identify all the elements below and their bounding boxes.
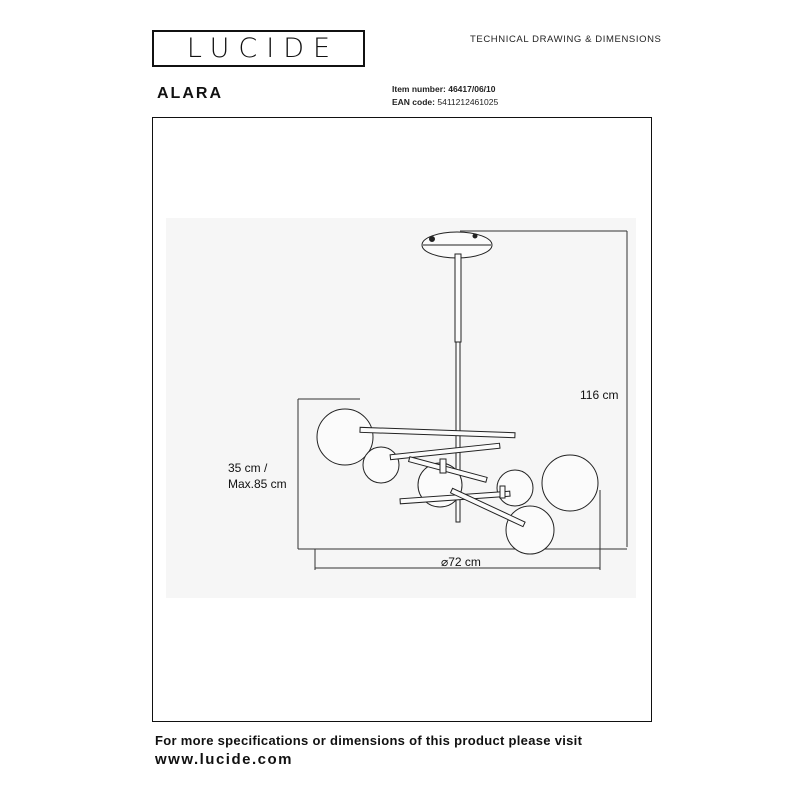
ean-label: EAN code: [392, 97, 435, 107]
product-name: ALARA [157, 85, 223, 102]
brand-logo: LUCIDE [152, 30, 365, 67]
item-number-row: Item number: 46417/06/10 [392, 84, 496, 94]
dimension-lines [297, 230, 628, 570]
header-title: TECHNICAL DRAWING & DIMENSIONS [470, 34, 662, 45]
arm [389, 442, 501, 461]
socket [499, 485, 506, 499]
glass-globe [505, 505, 555, 555]
total-height-label: 116 cm [580, 388, 618, 402]
footer-note: For more specifications or dimensions of… [155, 733, 583, 748]
glass-globe [316, 408, 374, 466]
item-number-label: Item number: [392, 84, 446, 94]
arm [449, 487, 526, 528]
glass-globe [541, 454, 599, 512]
item-number-value: 46417/06/10 [448, 84, 496, 94]
drawing-background [166, 218, 636, 598]
canopy-screw [472, 233, 478, 239]
diameter-label: ⌀72 cm [441, 555, 481, 569]
lamp-drawing [316, 231, 599, 555]
brand-logo-text: LUCIDE [186, 33, 340, 64]
glass-globe [362, 446, 400, 484]
arm [359, 426, 516, 439]
glass-globe [496, 469, 534, 507]
body-height-label-line2: Max.85 cm [228, 477, 287, 491]
ean-value: 5411212461025 [437, 97, 499, 107]
body-height-label-line1: 35 cm / [228, 461, 268, 475]
footer-url-link[interactable]: www.lucide.com [155, 751, 293, 768]
ean-row: EAN code: 5411212461025 [392, 97, 498, 107]
suspension-rod-upper [454, 253, 462, 343]
arm [407, 456, 488, 483]
canopy-screw [429, 236, 435, 242]
socket [439, 458, 447, 474]
drawing-frame [152, 117, 652, 722]
